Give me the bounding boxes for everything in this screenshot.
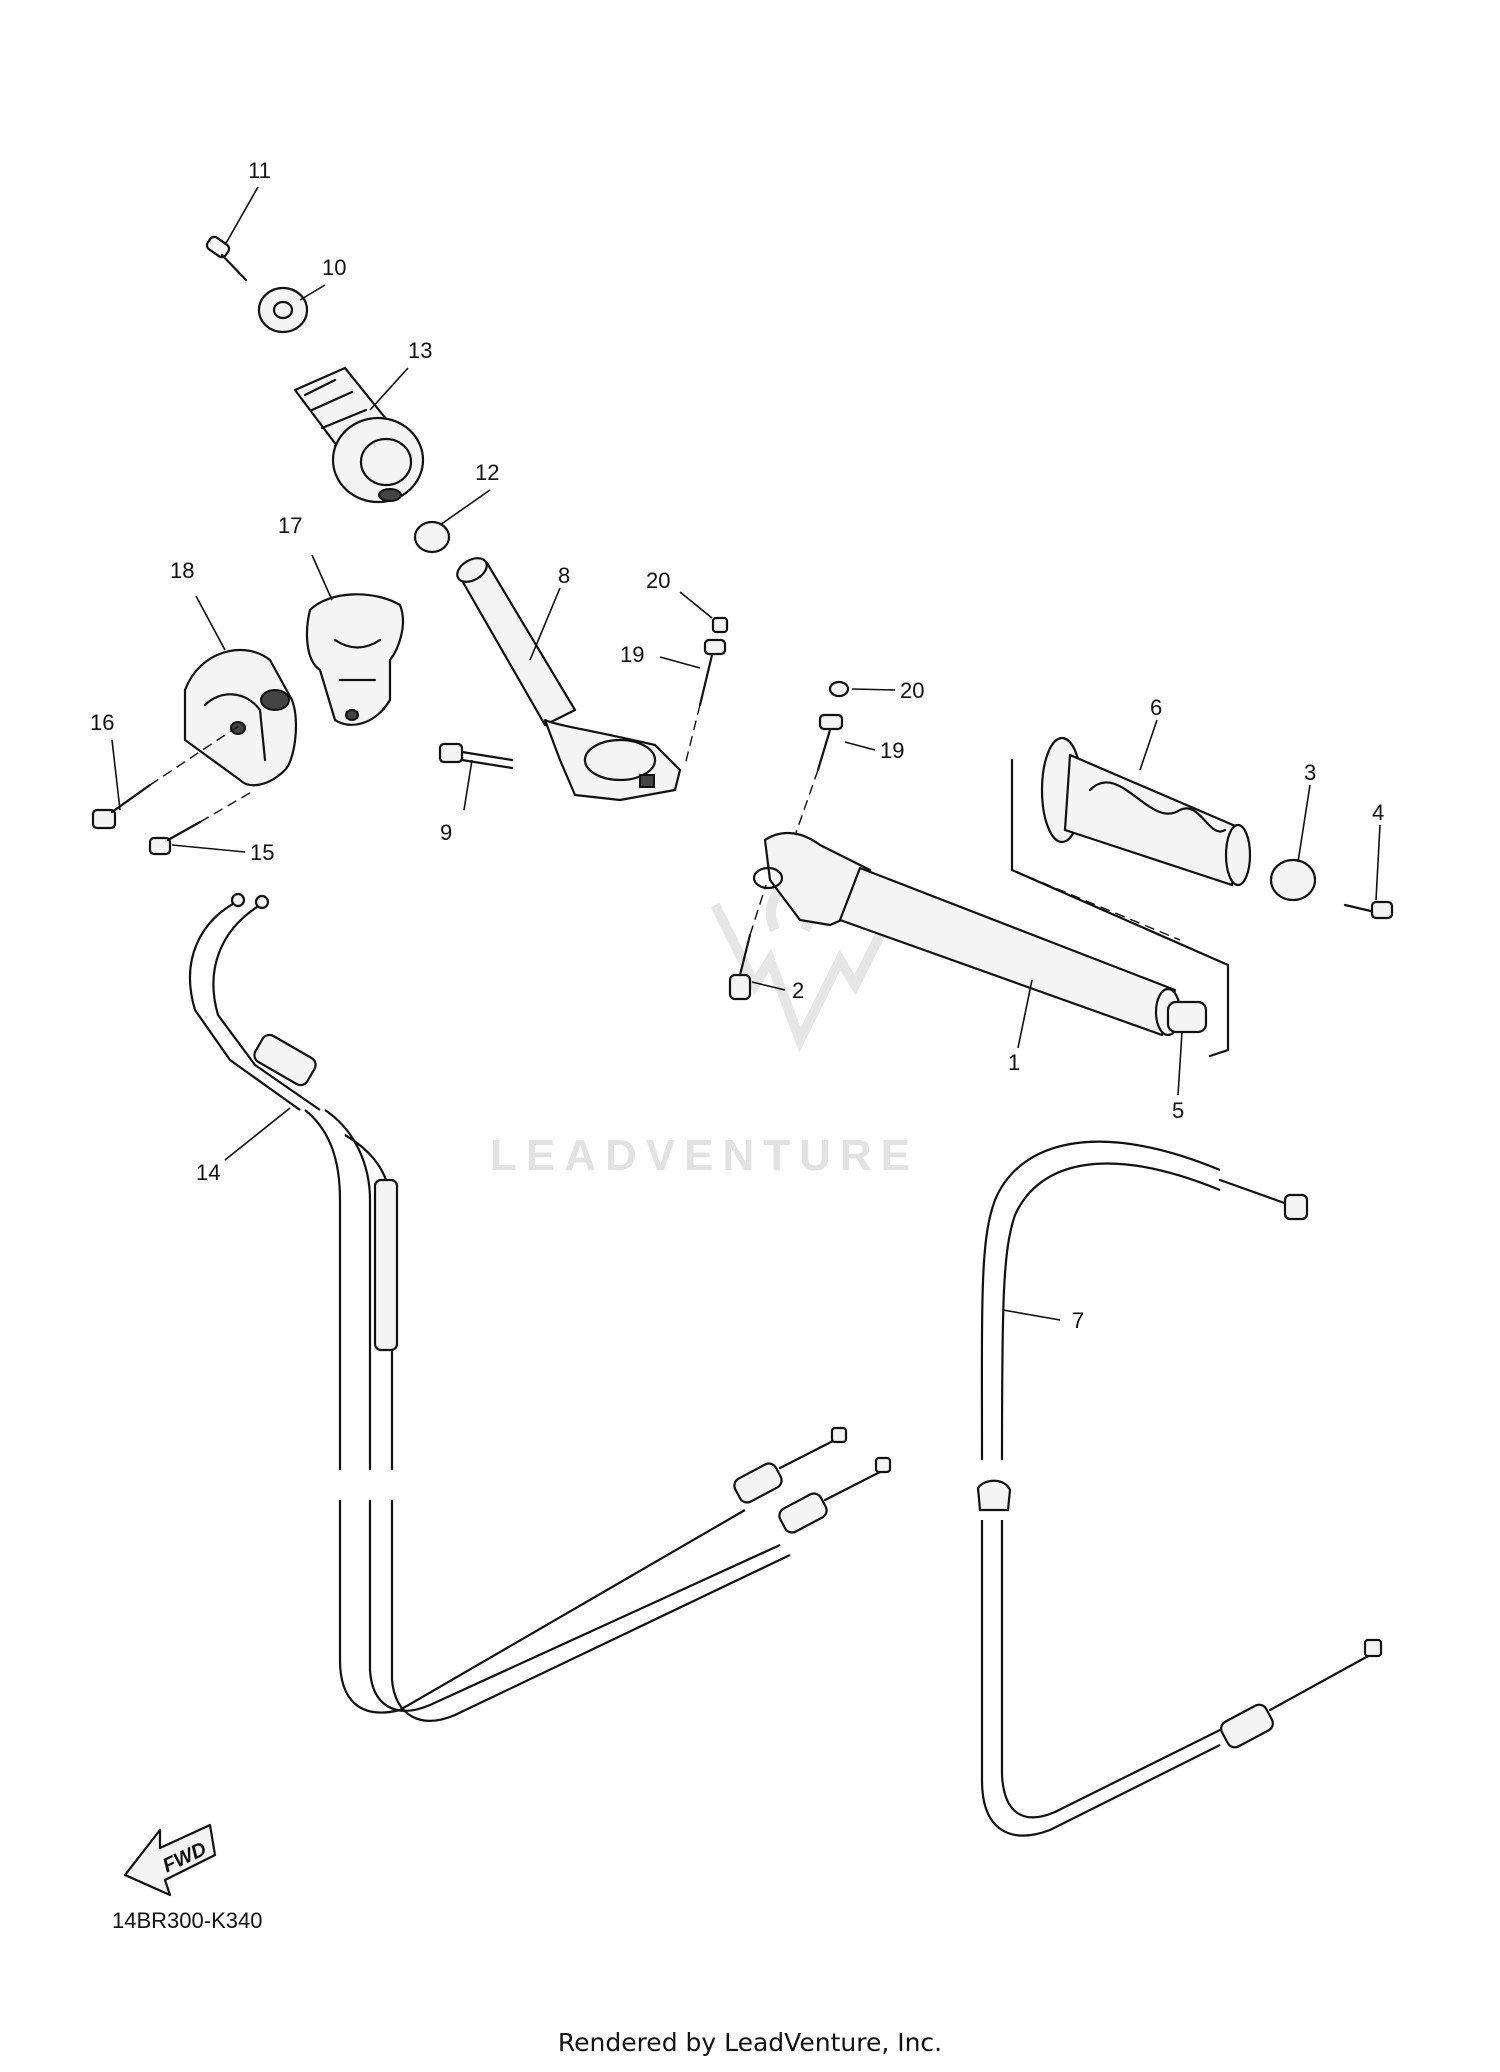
nut-20-left-part (711, 616, 729, 634)
screw-19-right-part (789, 713, 844, 851)
callout-1: 1 (1008, 1050, 1020, 1075)
screw-19-left-part (684, 638, 727, 766)
handlebar-1-part (752, 832, 1182, 1037)
grip-assembly-frame (1010, 758, 1230, 1058)
callout-19-right: 19 (880, 738, 904, 763)
grip-6-part (1040, 736, 1252, 887)
callout-19-left: 19 (620, 642, 644, 667)
screw-4-part (1343, 900, 1394, 920)
callout-11: 11 (248, 158, 271, 183)
bar-end-3-part (1269, 858, 1317, 902)
handlebar-8-part (456, 557, 682, 802)
screw-11-part (205, 235, 248, 282)
callout-5: 5 (1172, 1098, 1184, 1123)
callout-10: 10 (322, 255, 346, 280)
bolt-2-part (728, 884, 767, 1001)
callout-9: 9 (440, 820, 452, 845)
callout-15: 15 (250, 840, 274, 865)
screw-16-part (91, 724, 241, 830)
callout-13: 13 (408, 338, 432, 363)
nut-20-right-part (828, 680, 850, 698)
callout-4: 4 (1372, 800, 1384, 825)
collar-5-part (1166, 1000, 1208, 1034)
clutch-cable-7-part (976, 1140, 1383, 1837)
leader-lines (111, 186, 1381, 1321)
callout-17: 17 (278, 513, 302, 538)
watermark: LEADVENTURE (490, 847, 919, 1180)
collar-12-part (413, 520, 451, 554)
render-credit: Rendered by LeadVenture, Inc. (557, 2028, 943, 2057)
callout-18: 18 (170, 558, 194, 583)
bolt-9-part (438, 742, 514, 770)
bar-end-10-part (257, 286, 309, 334)
switch-housing-17-part (305, 593, 405, 726)
callout-20-left: 20 (646, 568, 670, 593)
callout-8: 8 (558, 563, 570, 588)
fwd-arrow-icon: FWD (123, 1823, 217, 1897)
callout-3: 3 (1304, 760, 1316, 785)
screw-15-part (148, 789, 256, 856)
callouts: 11 10 13 12 8 20 19 9 17 18 16 15 20 19 … (90, 158, 1384, 1333)
callout-16: 16 (90, 710, 114, 735)
switch-housing-18-part (183, 648, 298, 787)
callout-12: 12 (475, 460, 499, 485)
callout-14: 14 (196, 1160, 220, 1185)
watermark-text: LEADVENTURE (490, 1131, 919, 1180)
throttle-grip-13-part (293, 366, 425, 504)
diagram-code: 14BR300-K340 (112, 1908, 263, 1933)
throttle-cable-14-part (188, 892, 892, 1722)
callout-7: 7 (1072, 1308, 1084, 1333)
callout-2: 2 (792, 978, 804, 1003)
callout-6: 6 (1150, 695, 1162, 720)
callout-20-right: 20 (900, 678, 924, 703)
